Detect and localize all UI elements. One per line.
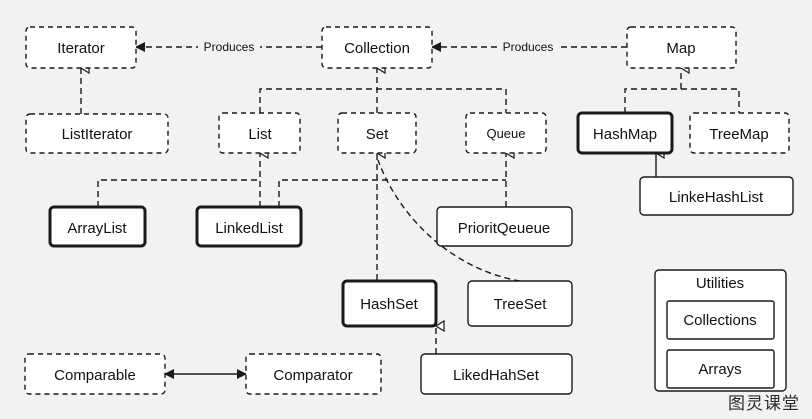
node-listiterator[interactable]: ListIterator: [25, 113, 169, 154]
edge-label-produces-collection: Produces: [503, 40, 554, 54]
node-collection-label: Collection: [344, 40, 410, 57]
edge-arraylist-list: [97, 179, 260, 207]
node-linkedlist[interactable]: LinkedList: [195, 205, 303, 248]
node-iterator-box: [25, 26, 137, 69]
edge-map-branch: [624, 88, 740, 113]
utility-item-arrays-label: Arrays: [698, 361, 741, 378]
node-likedhahset-box: [420, 353, 573, 395]
node-map-label: Map: [666, 40, 695, 57]
node-queue-label: Queue: [486, 126, 525, 141]
node-list[interactable]: List: [218, 112, 301, 154]
utility-item-collections[interactable]: Collections: [666, 300, 775, 340]
node-treemap[interactable]: TreeMap: [689, 112, 790, 154]
edge-label-bg: [198, 39, 260, 55]
node-comparator-box: [245, 353, 382, 395]
node-list-box: [218, 112, 301, 154]
node-likedhahset-label: LikedHahSet: [453, 367, 540, 384]
node-hashmap-label: HashMap: [593, 126, 657, 143]
node-set-box: [337, 112, 417, 154]
node-hashset-box: [341, 279, 438, 328]
edge-treeset-set: [377, 159, 521, 282]
node-comparator[interactable]: Comparator: [245, 353, 382, 395]
utility-item-collections-box: [666, 300, 775, 340]
node-arraylist[interactable]: ArrayList: [48, 205, 147, 248]
utilities-panel: Utilities Collections Arrays: [654, 269, 787, 392]
edge-linkedlist-queue: [278, 179, 506, 207]
node-linkehashlist-box: [639, 176, 794, 216]
node-arraylist-label: ArrayList: [67, 220, 127, 237]
edge-label-produces-iterator: Produces: [204, 40, 255, 54]
node-comparator-label: Comparator: [273, 367, 352, 384]
edge-label-bg: [497, 39, 559, 55]
node-treeset[interactable]: TreeSet: [467, 280, 573, 327]
node-queue-box: [465, 112, 547, 154]
node-linkehashlist-label: LinkeHashList: [669, 189, 764, 206]
node-collection[interactable]: Collection: [321, 26, 433, 69]
node-set-label: Set: [366, 126, 389, 143]
node-comparable-box: [24, 353, 166, 395]
node-set[interactable]: Set: [337, 112, 417, 154]
node-comparable[interactable]: Comparable: [24, 353, 166, 395]
node-hashset[interactable]: HashSet: [341, 279, 438, 328]
utilities-title: Utilities: [696, 275, 744, 292]
utility-item-arrays-box: [666, 349, 775, 389]
node-treemap-label: TreeMap: [709, 126, 768, 143]
node-listiterator-label: ListIterator: [62, 126, 133, 143]
node-likedhahset[interactable]: LikedHahSet: [420, 353, 573, 395]
node-prioritqueue[interactable]: PrioritQeueue: [436, 206, 573, 247]
node-list-label: List: [248, 126, 272, 143]
node-iterator[interactable]: Iterator: [25, 26, 137, 69]
node-iterator-label: Iterator: [57, 40, 105, 57]
node-arraylist-box: [48, 205, 147, 248]
node-hashset-label: HashSet: [360, 296, 418, 313]
edges: Produces Produces: [81, 39, 740, 379]
node-map-box: [626, 26, 737, 69]
node-comparable-label: Comparable: [54, 367, 136, 384]
node-linkedlist-label: LinkedList: [215, 220, 283, 237]
node-map[interactable]: Map: [626, 26, 737, 69]
node-collection-box: [321, 26, 433, 69]
node-treemap-box: [689, 112, 790, 154]
node-prioritqueue-label: PrioritQeueue: [458, 220, 551, 237]
utility-item-arrays[interactable]: Arrays: [666, 349, 775, 389]
utility-item-collections-label: Collections: [683, 312, 756, 329]
node-prioritqueue-box: [436, 206, 573, 247]
node-treeset-box: [467, 280, 573, 327]
node-linkedlist-box: [195, 205, 303, 248]
node-hashmap[interactable]: HashMap: [576, 111, 674, 155]
node-listiterator-box: [25, 113, 169, 154]
node-linkehashlist[interactable]: LinkeHashList: [639, 176, 794, 216]
node-queue[interactable]: Queue: [465, 112, 547, 154]
watermark-text: 图灵课堂: [728, 394, 800, 413]
node-treeset-label: TreeSet: [494, 296, 548, 313]
node-hashmap-box: [576, 111, 674, 155]
edge-collection-branch: [259, 88, 507, 113]
